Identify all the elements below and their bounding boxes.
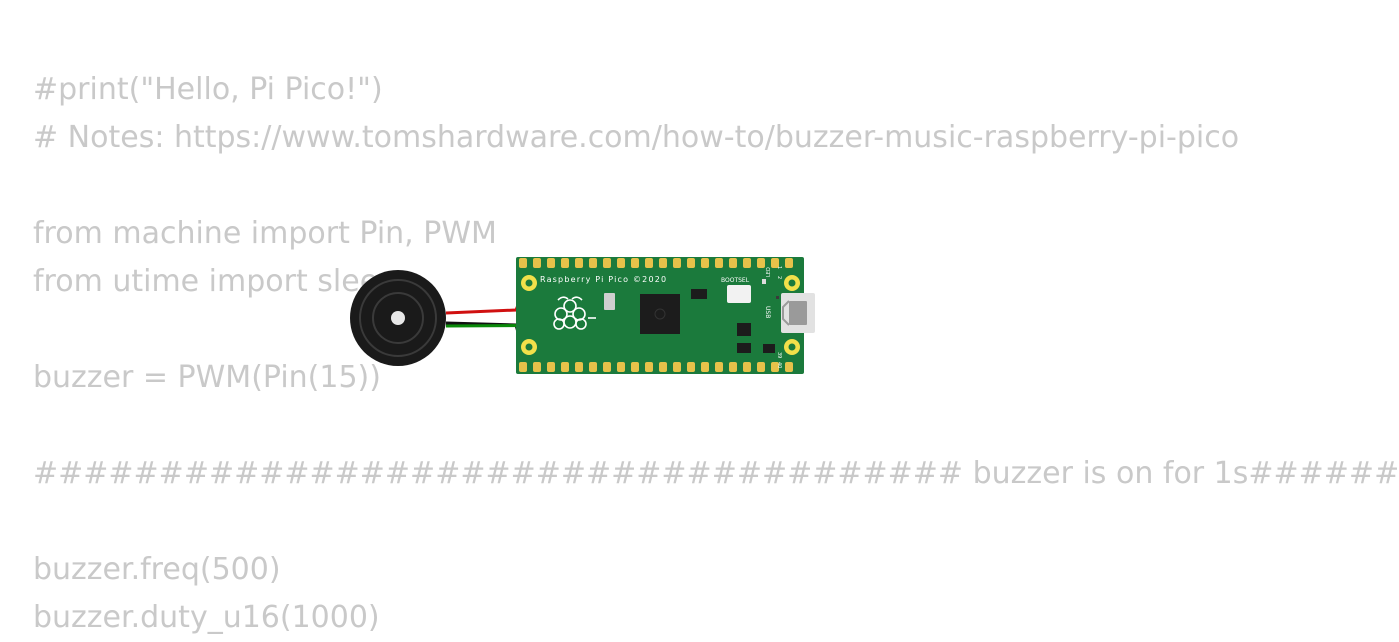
debug-chip <box>604 293 615 310</box>
code-line: # Notes: https://www.tomshardware.com/ho… <box>33 120 1240 155</box>
code-line: buzzer = PWM(Pin(15)) <box>33 360 381 395</box>
code-line: buzzer.duty_u16(1000) <box>33 600 380 635</box>
code-line <box>33 498 1168 546</box>
usb-label: USB <box>764 306 771 318</box>
pin-number: 1 <box>776 266 782 269</box>
mounting-holes <box>521 275 800 355</box>
code-line <box>33 162 1168 210</box>
code-line: from machine import Pin, PWM <box>33 216 497 251</box>
flash-chip <box>691 289 707 299</box>
buzzer[interactable] <box>350 270 446 366</box>
top-pin-row <box>519 258 793 268</box>
rp2040-chip <box>640 294 680 334</box>
led-label: LED <box>766 267 772 277</box>
board-label: Raspberry Pi Pico ©2020 <box>540 275 667 284</box>
bootsel-label: BOOTSEL <box>721 277 750 284</box>
code-line: ##################################### bu… <box>33 456 1399 491</box>
code-line: buzzer.freq(500) <box>33 552 281 587</box>
led <box>762 279 766 284</box>
code-editor: #print("Hello, Pi Pico!") # Notes: https… <box>33 66 1399 642</box>
resistor <box>763 344 775 353</box>
bottom-pin-row <box>519 362 793 372</box>
capacitor <box>737 343 751 353</box>
buzzer-hole <box>391 311 405 325</box>
led-dot <box>776 296 779 299</box>
circuit-diagram: Raspberry Pi Pico ©2020 BOOTSEL LED <box>350 257 815 374</box>
code-line: #print("Hello, Pi Pico!") <box>33 72 383 107</box>
pico-board[interactable]: Raspberry Pi Pico ©2020 BOOTSEL LED <box>516 257 815 374</box>
pin-number: 39 <box>776 352 782 358</box>
code-line <box>33 402 1168 450</box>
raspberry-logo-icon <box>553 296 596 330</box>
chip-logo-icon <box>654 308 666 320</box>
pin-number: 2 <box>776 276 782 279</box>
pin-number: 40 <box>776 362 782 368</box>
bootsel-button[interactable] <box>727 285 751 303</box>
regulator <box>737 323 751 336</box>
